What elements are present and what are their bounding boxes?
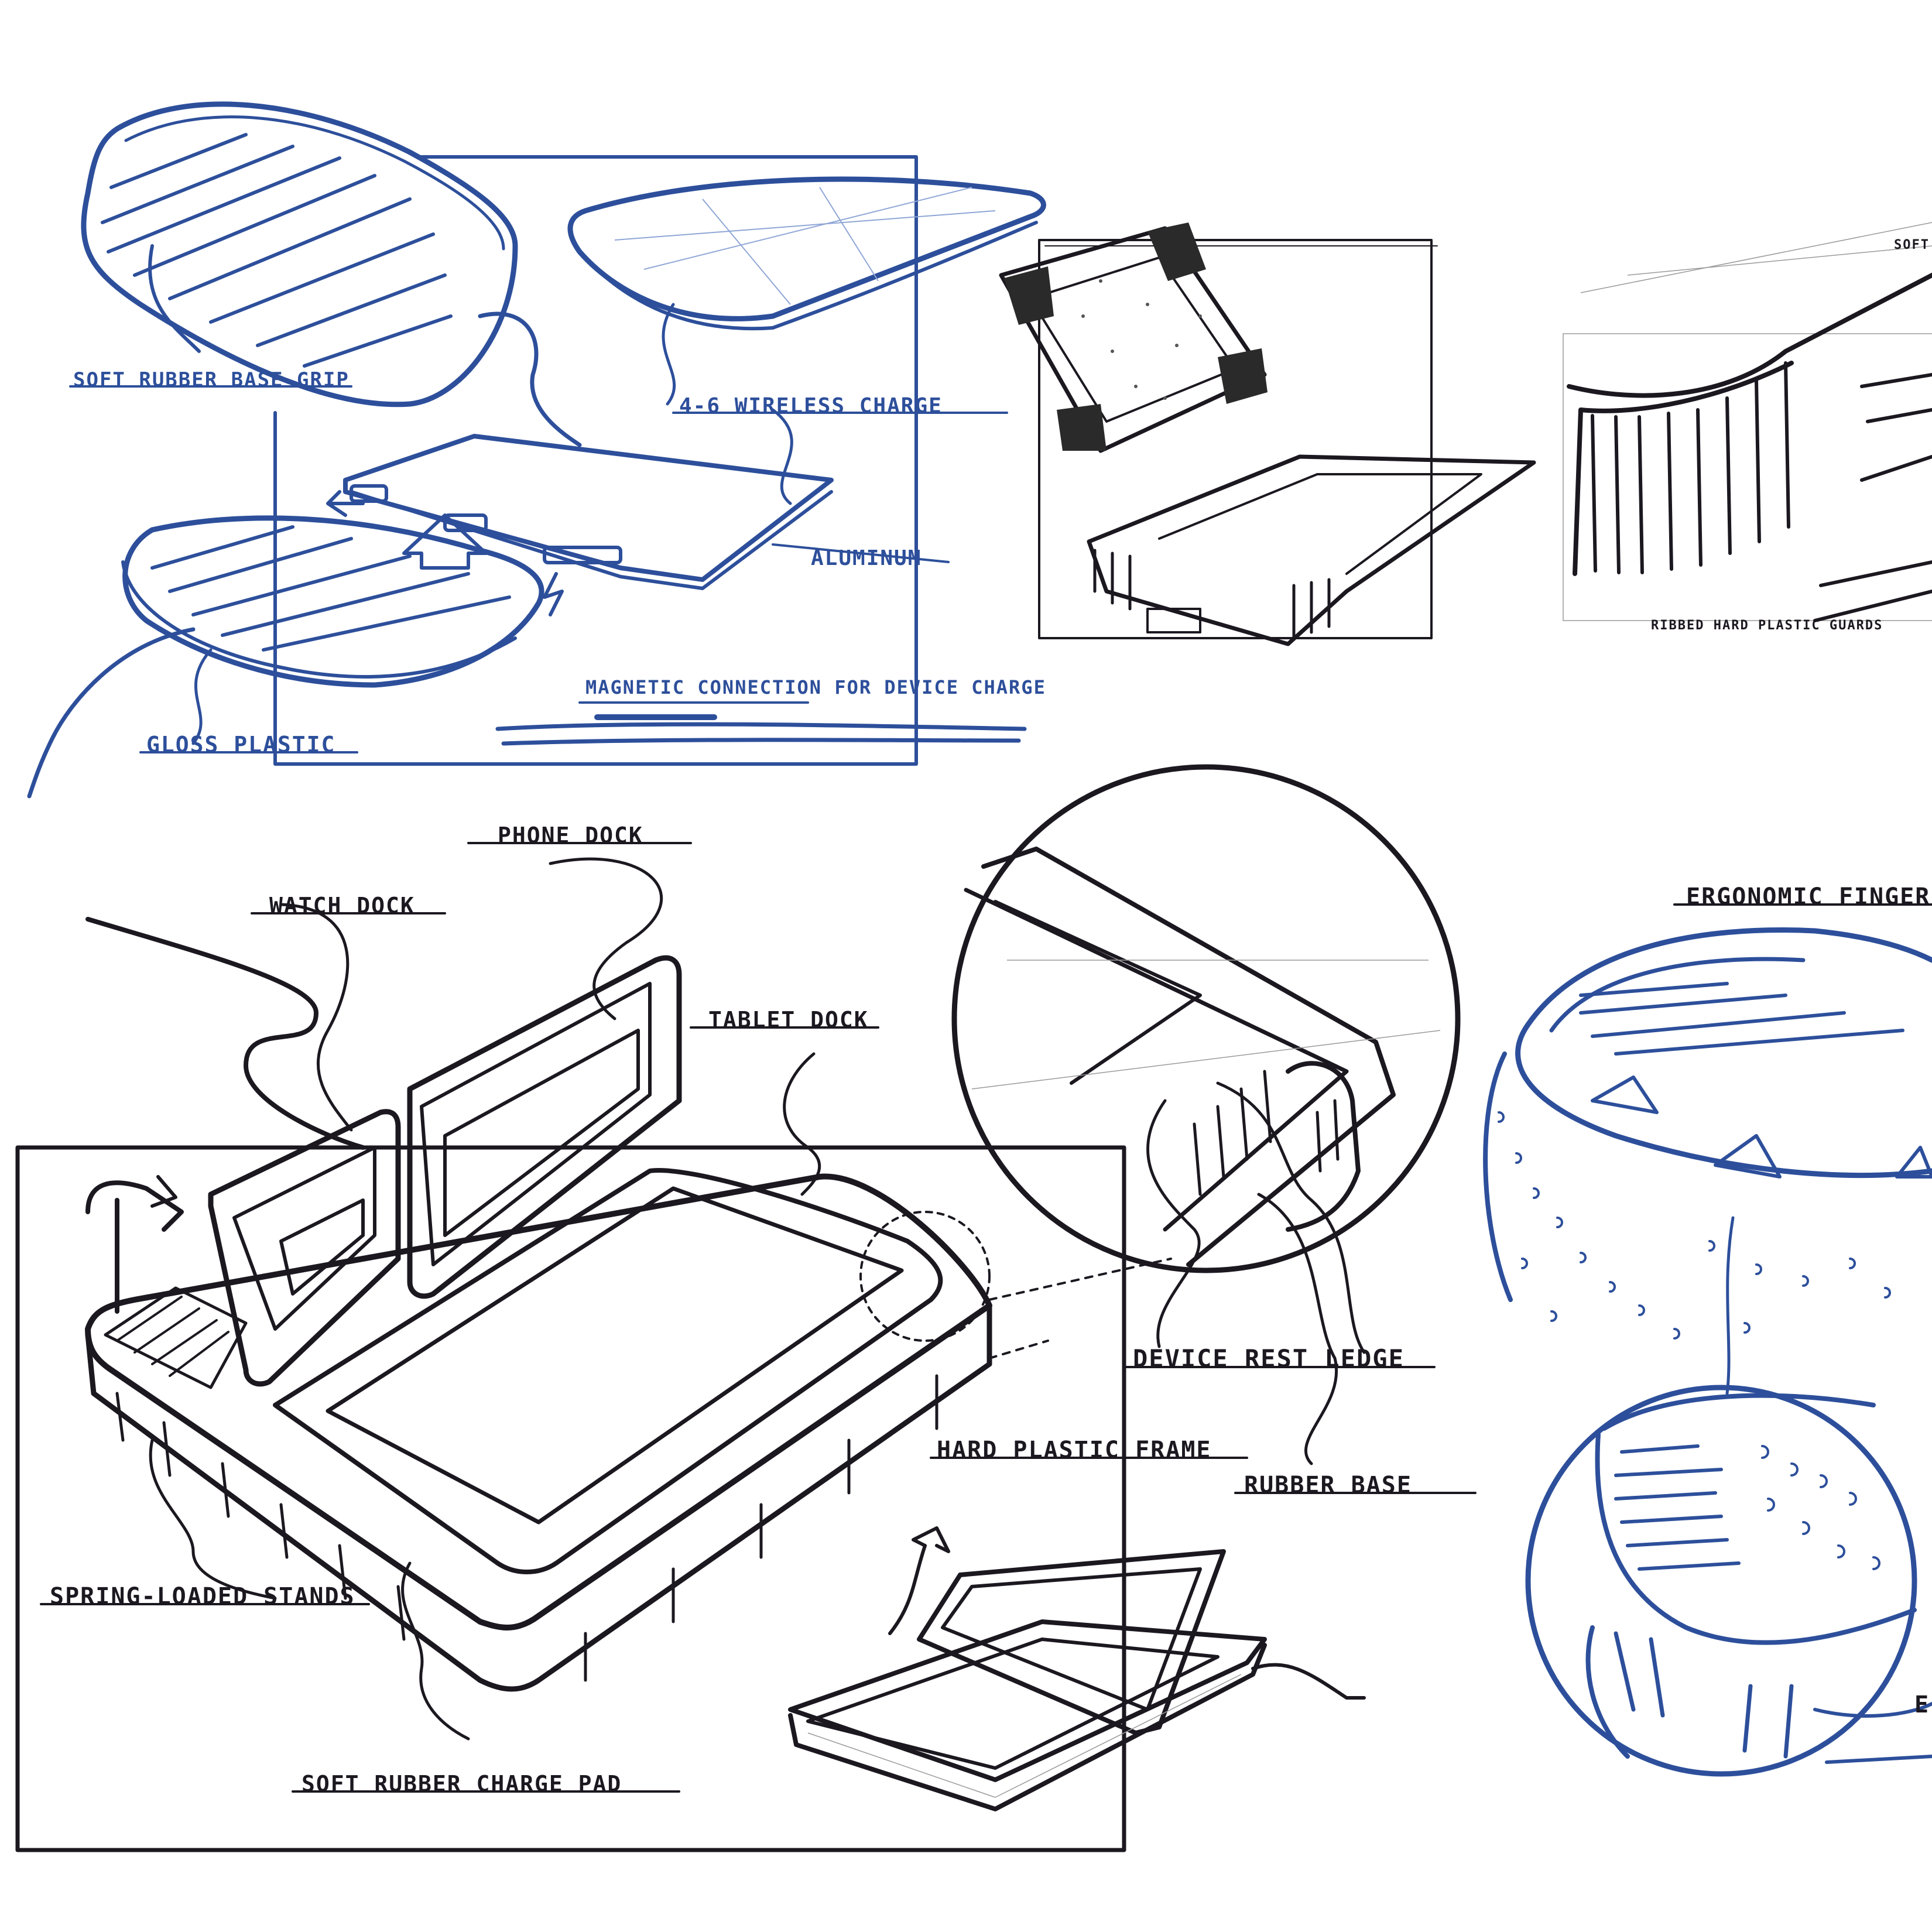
label-watch-dock: WATCH DOCK xyxy=(269,893,415,919)
phone-dock-stand xyxy=(407,955,682,1299)
label-phone-dock: PHONE DOCK xyxy=(498,823,643,848)
phone-sketch xyxy=(343,434,834,582)
label-device-rest-ledge: DEVICE REST LEDGE xyxy=(1133,1344,1405,1373)
label-magnetic-connection: MAGNETIC CONNECTION FOR DEVICE CHARGE xyxy=(585,676,1046,698)
folding-screen xyxy=(917,1549,1226,1735)
watch-dock-stand xyxy=(208,1109,401,1387)
label-soft-rubber-base-grip: SOFT RUBBER BASE GRIP xyxy=(73,368,350,392)
label-tablet-dock: TABLET DOCK xyxy=(708,1007,869,1033)
label-rubber-base: RUBBER BASE xyxy=(1244,1472,1412,1499)
label-ergonomic-finger: ERGONOMIC FINGER xyxy=(1686,883,1930,910)
grip-texture xyxy=(1498,1111,1891,1340)
label-gloss-plastic: GLOSS PLASTIC xyxy=(146,732,335,758)
label-edge-cut: E xyxy=(1914,1691,1930,1718)
label-soft-cut: SOFT xyxy=(1894,238,1930,252)
frame-detail-magnifier xyxy=(951,764,1461,1465)
ribbed-guard-sketch xyxy=(1563,222,1932,622)
charge-pad xyxy=(273,1168,943,1574)
label-spring-loaded-stands: SPRING-LOADED STANDS xyxy=(50,1583,355,1610)
rubber-grip-pad xyxy=(81,101,518,407)
label-ribbed-guards: RIBBED HARD PLASTIC GUARDS xyxy=(1651,618,1883,633)
ergonomic-grip-sketch xyxy=(1483,927,1932,1777)
folding-dock-sketch xyxy=(788,1526,1366,1811)
corner-bumper xyxy=(1004,222,1268,451)
label-wireless-charge: 4-6 WIRELESS CHARGE xyxy=(679,394,943,418)
wireless-charger-blue-sketch xyxy=(27,101,1046,799)
label-hard-plastic-frame: HARD PLASTIC FRAME xyxy=(937,1437,1211,1464)
annotation-labels: SOFT RUBBER BASE GRIP 4-6 WIRELESS CHARG… xyxy=(50,238,1930,1797)
label-aluminum: ALUMINUM xyxy=(811,546,922,570)
multi-device-dock-sketch xyxy=(15,857,1172,1852)
magnetic-connection-strip xyxy=(495,722,1027,746)
dock-cable xyxy=(85,917,365,1150)
tablet-case-sketch xyxy=(999,222,1536,646)
label-soft-rubber-charge-pad: SOFT RUBBER CHARGE PAD xyxy=(302,1771,622,1797)
